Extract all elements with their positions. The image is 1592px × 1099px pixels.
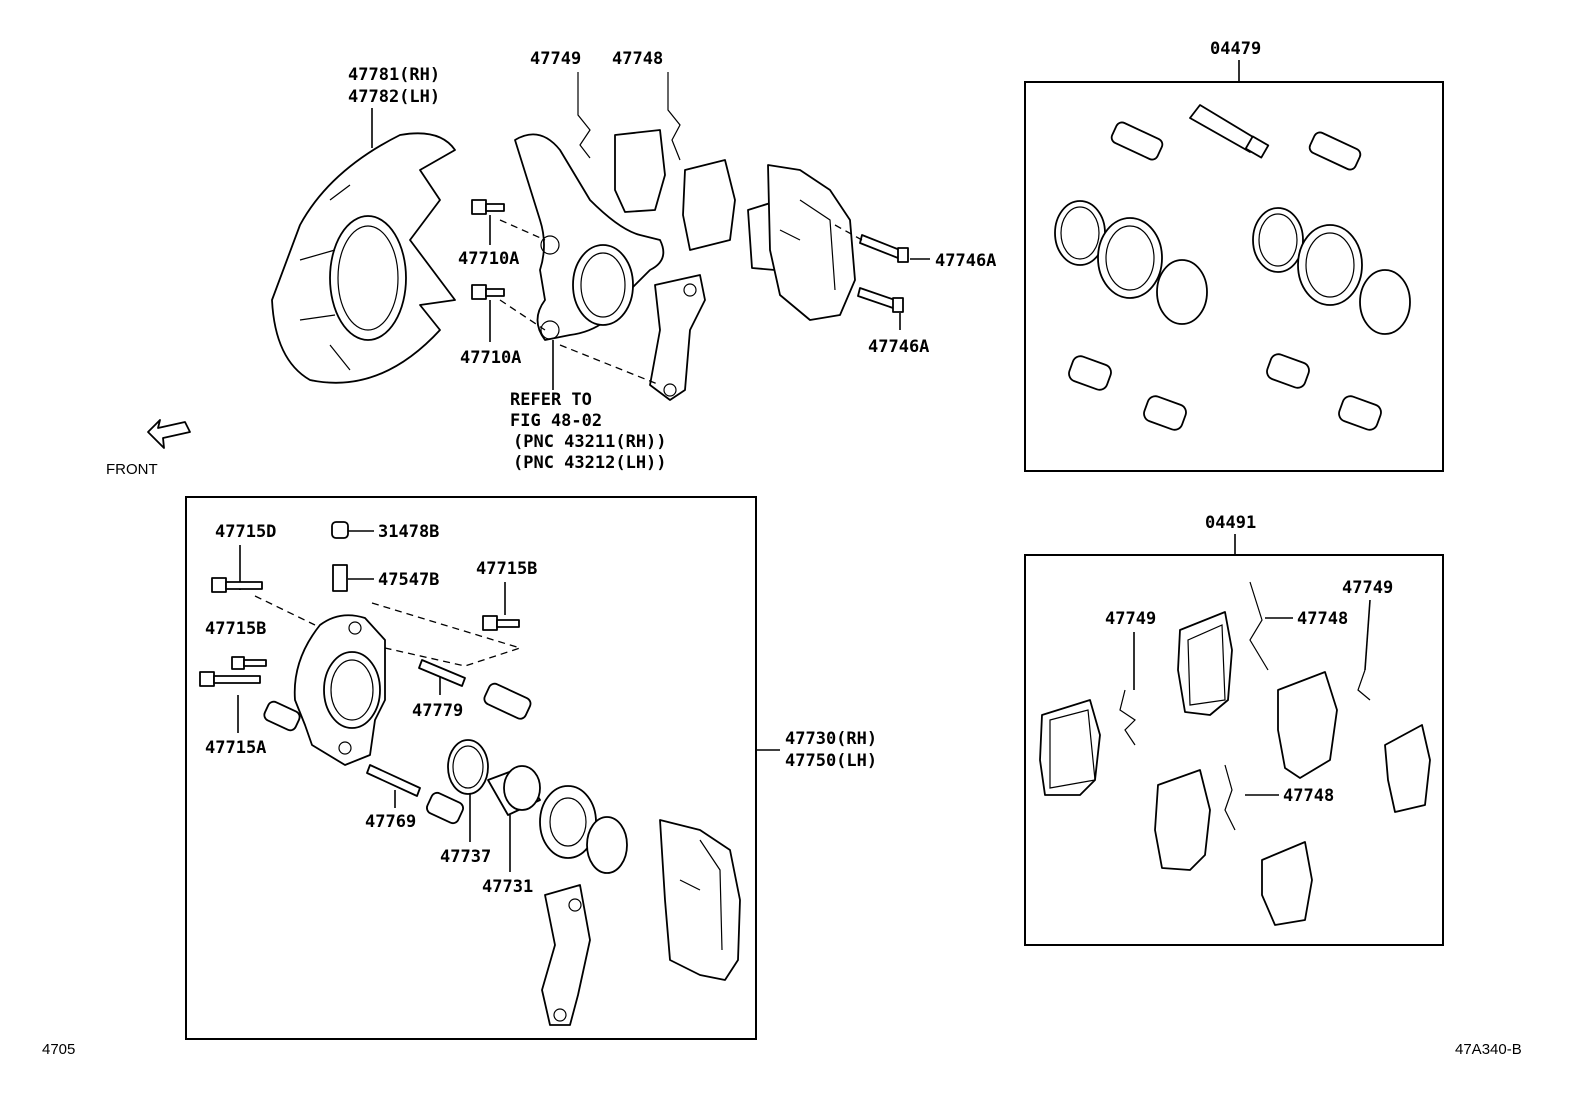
label-47715a: 47715A	[205, 738, 266, 758]
leader-line	[1364, 599, 1371, 671]
refer-note-line-3: (PNC 43211(RH))	[513, 432, 667, 452]
label-47715b-left: 47715B	[205, 619, 266, 639]
label-47748-kit-lower: 47748	[1283, 786, 1334, 806]
pad-kit-parts	[1039, 581, 1431, 926]
label-31478b: 31478B	[378, 522, 439, 542]
seal-kit-parts	[1054, 104, 1411, 431]
label-47782: 47782(LH)	[348, 87, 440, 107]
label-47746a-lower: 47746A	[868, 337, 929, 357]
refer-note-line-2: FIG 48-02	[510, 411, 602, 431]
label-47710a-lower: 47710A	[460, 348, 521, 368]
label-47748-kit-upper: 47748	[1297, 609, 1348, 629]
pad-kit-box	[1024, 554, 1444, 946]
label-47779: 47779	[412, 701, 463, 721]
label-47750: 47750(LH)	[785, 751, 877, 771]
label-47715d: 47715D	[215, 522, 276, 542]
guide-bolt-part	[857, 234, 909, 313]
label-47769: 47769	[365, 812, 416, 832]
clip-spring-part	[577, 72, 591, 159]
front-arrow-icon	[147, 419, 191, 449]
label-47737: 47737	[440, 847, 491, 867]
label-47781: 47781(RH)	[348, 65, 440, 85]
label-47547b: 47547B	[378, 570, 439, 590]
label-47748-top: 47748	[612, 49, 663, 69]
label-47749-kit-right: 47749	[1342, 578, 1393, 598]
refer-note-line-4: (PNC 43212(LH))	[513, 453, 667, 473]
page-code: 4705	[42, 1041, 75, 1058]
refer-note-line-1: REFER TO	[510, 390, 592, 410]
figure-code: 47A340-B	[1455, 1041, 1522, 1058]
label-47749-top: 47749	[530, 49, 581, 69]
steering-knuckle-part	[514, 133, 706, 401]
label-47749-kit-left: 47749	[1105, 609, 1156, 629]
label-04491: 04491	[1205, 513, 1256, 533]
seal-kit-box	[1024, 81, 1444, 472]
label-47710a-upper: 47710A	[458, 249, 519, 269]
caliper-part	[767, 164, 856, 321]
clip-spring-part	[667, 72, 681, 161]
label-47746a-upper: 47746A	[935, 251, 996, 271]
label-47731: 47731	[482, 877, 533, 897]
caliper-assembly-box	[185, 496, 757, 1040]
caliper-assembly-parts	[199, 521, 741, 1026]
dust-cover-part	[271, 132, 456, 384]
front-label: FRONT	[106, 461, 158, 478]
label-04479: 04479	[1210, 39, 1261, 59]
label-47715b-right: 47715B	[476, 559, 537, 579]
bolt-part	[471, 199, 505, 300]
label-47730: 47730(RH)	[785, 729, 877, 749]
